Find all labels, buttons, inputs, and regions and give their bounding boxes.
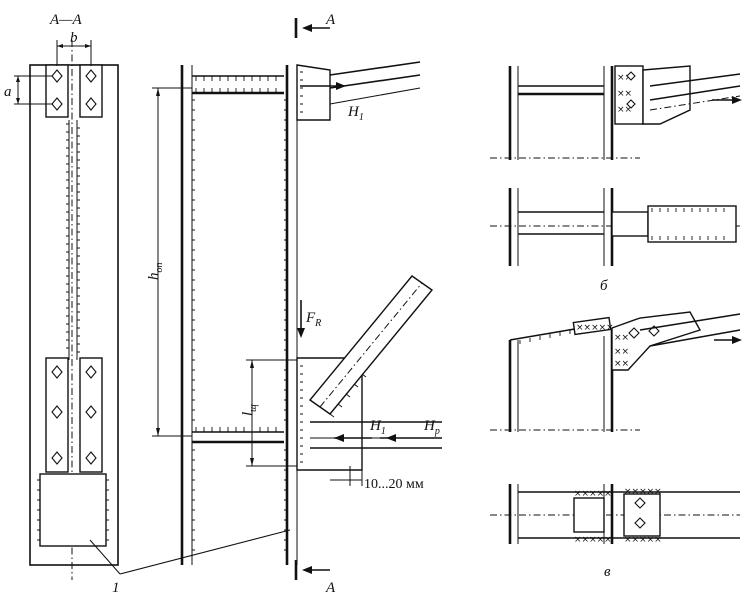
variant-b-label: б	[600, 278, 608, 294]
svg-text:×××××: ×××××	[576, 323, 614, 333]
section-lower-bolts	[51, 365, 97, 465]
variant-b-cross-weld-plate	[614, 65, 644, 125]
svg-text:××: ××	[614, 359, 629, 369]
section-web-weld	[66, 120, 80, 360]
dim-h-label: hоп	[146, 263, 165, 281]
force-H1-mid-label: H1	[369, 418, 386, 437]
svg-text:××: ××	[614, 347, 629, 357]
variant-v-label: в	[604, 564, 611, 580]
variant-v-detail: ××××× ×× ×× ×× ××××× ××××× ××××× ××××× в	[490, 311, 742, 580]
svg-text:×××××: ×××××	[624, 535, 662, 545]
svg-text:×××××: ×××××	[574, 535, 612, 545]
gap-dimension-label: 10...20 мм	[364, 477, 424, 492]
top-gusset-plate	[296, 64, 331, 121]
leader-line-left	[89, 539, 121, 575]
top-beam-flange-top	[329, 61, 421, 76]
section-mark-top-label: A	[325, 12, 336, 28]
svg-text:×××××: ×××××	[574, 489, 612, 499]
section-column-outline	[29, 64, 119, 566]
svg-text:××: ××	[617, 73, 632, 83]
variant-b-detail: ×× ×× ×× б	[490, 65, 742, 294]
FR-arrowhead	[297, 328, 305, 338]
section-top-bolts	[51, 69, 97, 111]
Hp-arrowhead	[386, 434, 396, 442]
dim-l-label: lщ	[240, 404, 259, 416]
diagonal-brace	[308, 275, 434, 415]
svg-text:××: ××	[617, 105, 632, 115]
svg-text:××: ××	[614, 333, 629, 343]
force-H1-top-label: H1	[347, 104, 364, 123]
main-elevation: A A hоп lщ H1 FR H1 Hр 10...20 мм 1	[89, 12, 442, 596]
main-left-weld	[192, 99, 195, 551]
leader-number-label: 1	[112, 580, 120, 596]
svg-text:××: ××	[617, 89, 632, 99]
section-mark-bottom-label: A	[325, 580, 336, 596]
top-beam-flange-bottom	[329, 87, 421, 105]
section-title: A—A	[49, 12, 83, 28]
force-Hp-label: Hр	[423, 418, 440, 437]
leader-line-right	[119, 529, 291, 575]
top-H1-arrowhead	[336, 82, 346, 90]
svg-text:×××××: ×××××	[624, 487, 662, 497]
force-FR-label: FR	[305, 310, 321, 329]
dim-b-label: b	[70, 30, 78, 46]
section-bottom-stiffener	[39, 473, 107, 547]
main-right-weld	[284, 99, 287, 551]
section-a-a-view: A—A b a	[4, 12, 119, 580]
dim-a-label: a	[4, 84, 12, 100]
